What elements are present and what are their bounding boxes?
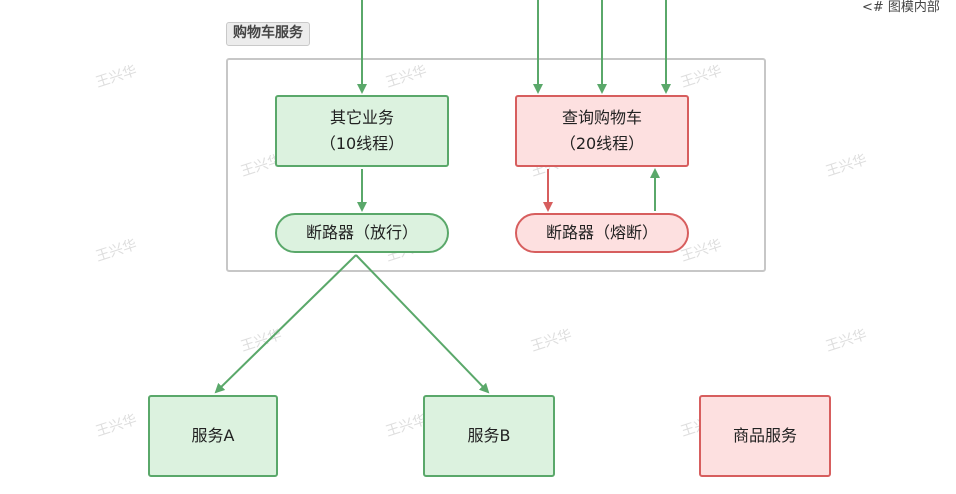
watermark: 王兴华 [93,411,139,441]
breaker-to-service-a-arrow [214,254,357,394]
node-label: 断路器（放行） [305,223,418,242]
node-subtitle: （20线程） [559,134,645,153]
watermark: 王兴华 [93,62,139,92]
node-subtitle: （10线程） [319,134,405,153]
node-title: 其它业务 [329,108,394,127]
other-business-node[interactable]: 其它业务 （10线程） [275,95,449,167]
watermark: 王兴华 [528,326,574,356]
circuit-breaker-fused-node[interactable]: 断路器（熔断） [515,213,689,253]
service-b-node[interactable]: 服务B [423,395,555,477]
watermark: 王兴华 [823,151,869,181]
breaker-to-service-b-arrow [355,254,490,394]
query-cart-node[interactable]: 查询购物车 （20线程） [515,95,689,167]
circuit-breaker-open-node[interactable]: 断路器（放行） [275,213,449,253]
service-a-node[interactable]: 服务A [148,395,278,477]
product-service-node[interactable]: 商品服务 [699,395,831,477]
node-label: 服务A [191,426,235,445]
node-label: 断路器（熔断） [545,223,658,242]
watermark: 王兴华 [93,236,139,266]
node-label: 商品服务 [732,426,797,445]
corner-label: <# 图模内部 [862,0,940,15]
watermark: 王兴华 [238,326,284,356]
group-label: 购物车服务 [226,22,310,46]
node-label: 服务B [467,426,511,445]
node-title: 查询购物车 [561,108,642,127]
shopping-cart-service-group [226,58,766,272]
watermark: 王兴华 [823,326,869,356]
